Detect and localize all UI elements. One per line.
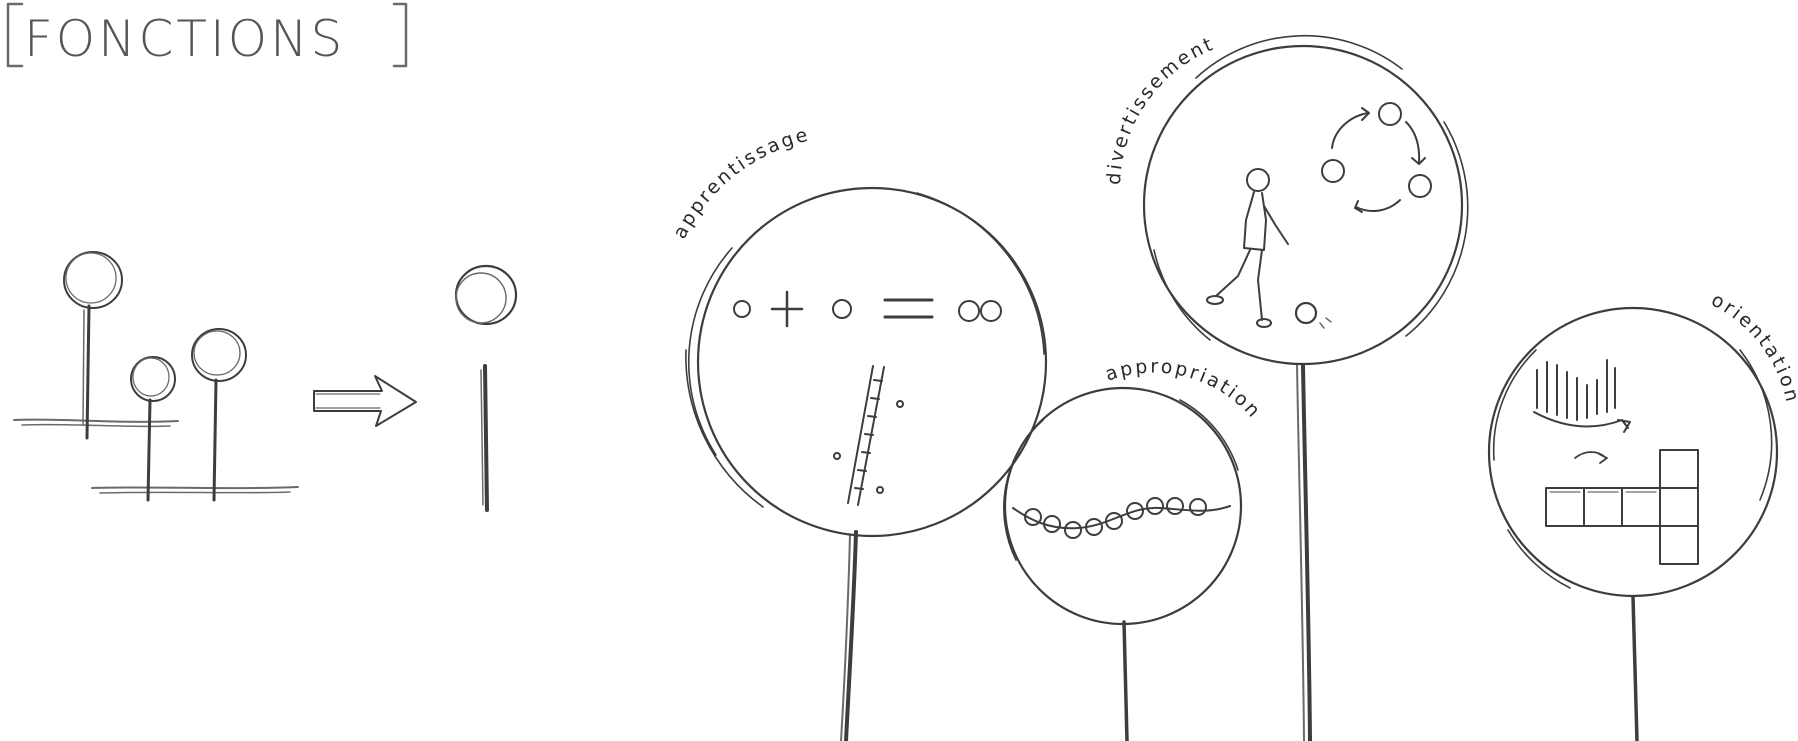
ground-line-2b — [100, 492, 290, 493]
label-appropriation: appropriation — [1103, 355, 1266, 423]
single-tree-crown — [456, 266, 516, 324]
page-title-text: FONCTIONS — [24, 10, 345, 68]
ground-line-1 — [14, 420, 178, 422]
ball-motion-icon — [1320, 318, 1331, 328]
single-tree-sketch — [456, 266, 516, 510]
tree-trunk-3 — [214, 380, 216, 500]
single-tree-crown-sketch — [456, 273, 506, 323]
stem-appropriation — [1124, 622, 1127, 741]
ground-line-1b — [22, 425, 170, 427]
landmark-icon — [1534, 360, 1630, 432]
child-figure-icon — [1207, 169, 1288, 327]
circle-divertissement-sketch — [1154, 36, 1468, 340]
label-orientation: orientation — [1708, 289, 1798, 406]
stem-orientation — [1633, 597, 1637, 741]
bubble-orientation: orientation — [1489, 289, 1798, 741]
circle-orientation — [1489, 308, 1777, 596]
ball-icon — [1296, 303, 1316, 323]
circle-divertissement — [1144, 46, 1462, 364]
scattered-trees-sketch — [14, 252, 298, 500]
tree-crown-1-sketch — [66, 253, 116, 303]
label-apprentissage: apprentissage — [669, 123, 812, 242]
bead-string-icon — [1013, 498, 1230, 538]
label-divertissement: divertissement — [1103, 33, 1218, 186]
tree-trunk-2 — [148, 400, 150, 500]
bubble-divertissement: divertissement — [1103, 33, 1468, 741]
bead-ruler-icon — [834, 366, 903, 505]
bubble-appropriation: appropriation — [1004, 355, 1266, 741]
circle-apprentissage-sketch — [686, 193, 1044, 507]
title-right-bracket — [394, 4, 406, 66]
circle-apprentissage — [698, 188, 1046, 536]
bubble-apprentissage: apprentissage — [669, 123, 1046, 741]
stem-apprentissage — [846, 532, 856, 741]
circle-appropriation-sketch — [1004, 400, 1238, 560]
single-tree-trunk-sketch — [481, 370, 483, 505]
circle-orientation-sketch — [1494, 350, 1772, 588]
tree-crown-3 — [192, 329, 246, 381]
ground-line-2 — [92, 487, 298, 488]
title-left-bracket — [8, 4, 22, 66]
ball-cycle-icon — [1322, 103, 1431, 212]
single-tree-trunk — [485, 366, 487, 510]
tree-crown-2-sketch — [133, 358, 169, 396]
cube-net-icon — [1546, 450, 1698, 564]
transformation-arrow-icon — [314, 376, 416, 426]
page-title: FONCTIONS — [8, 4, 406, 68]
tree-trunk-1-sketch — [83, 310, 84, 425]
equation-icon — [734, 292, 1001, 326]
tree-trunk-1 — [87, 306, 89, 438]
tree-crown-3-sketch — [194, 331, 240, 375]
